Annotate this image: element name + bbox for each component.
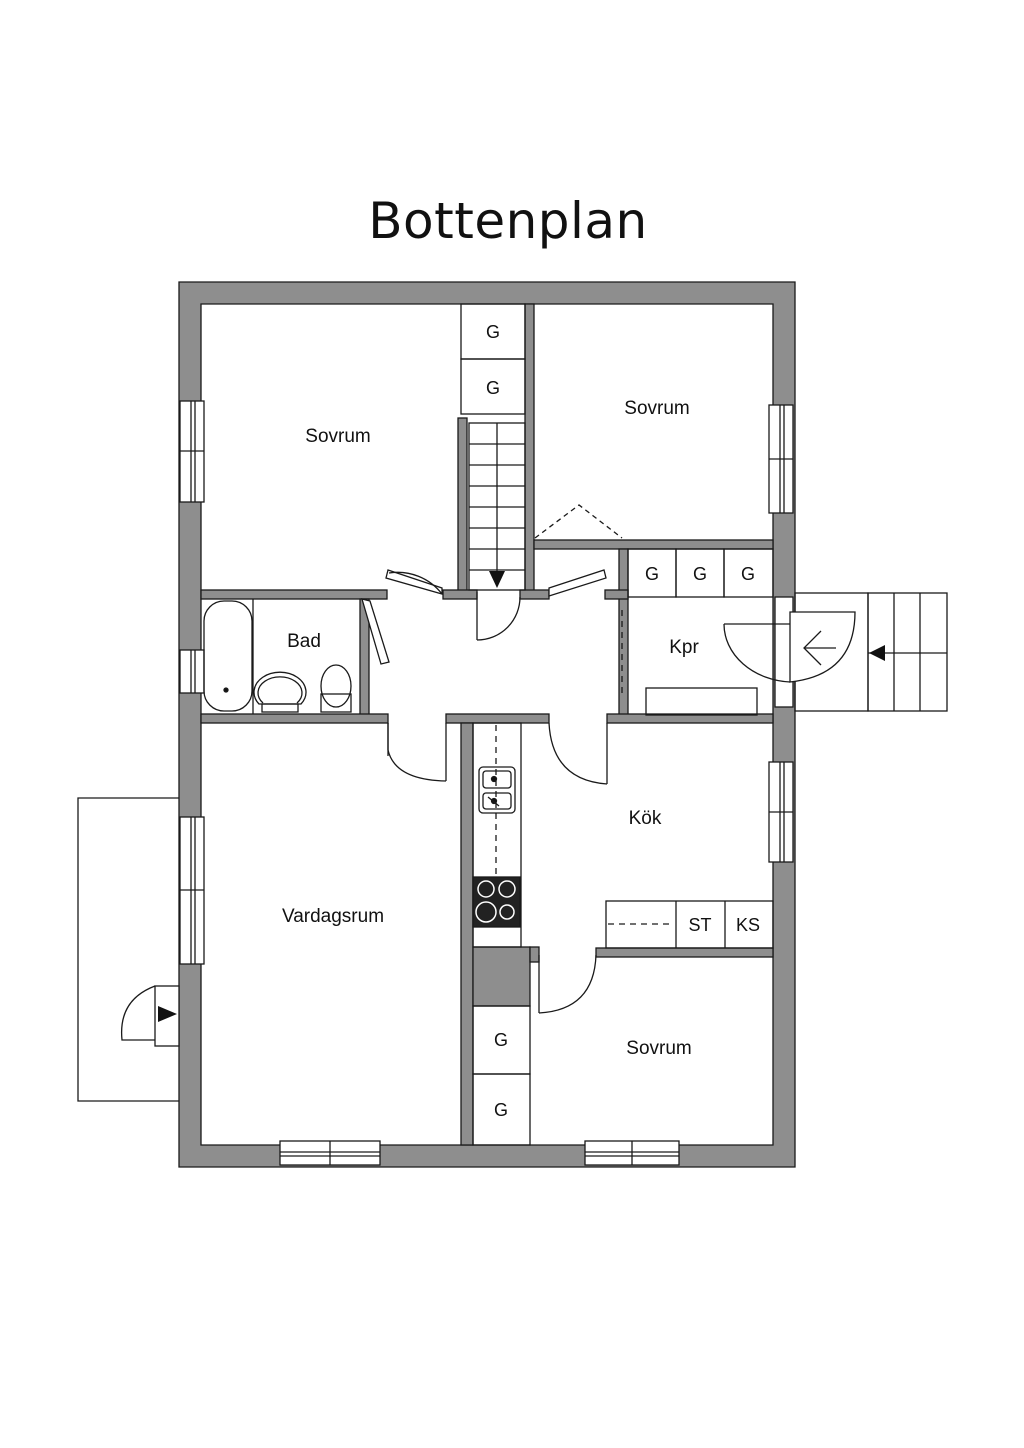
room-label-kok: Kök bbox=[629, 808, 662, 829]
room-label-sovrum-ne: Sovrum bbox=[624, 398, 689, 419]
wardrobe-label: G bbox=[494, 1030, 508, 1050]
fridge-freezer-label: KS bbox=[736, 915, 760, 935]
bench bbox=[645, 687, 758, 716]
room-label-sovrum-nw: Sovrum bbox=[305, 426, 370, 447]
windows bbox=[179, 400, 794, 1166]
entrance-steps bbox=[723, 592, 948, 712]
patio bbox=[77, 797, 180, 1102]
wardrobe-label: G bbox=[693, 564, 707, 584]
wardrobe-label: G bbox=[741, 564, 755, 584]
doors bbox=[361, 569, 608, 1014]
wardrobe-label: G bbox=[486, 322, 500, 342]
patio-door-arrow-icon bbox=[158, 1006, 177, 1022]
staircase bbox=[468, 422, 526, 591]
room-label-sovrum-se: Sovrum bbox=[626, 1038, 691, 1059]
wardrobe-label: G bbox=[645, 564, 659, 584]
stair-direction-arrow-icon bbox=[489, 571, 505, 588]
wardrobe-label: G bbox=[494, 1100, 508, 1120]
wardrobe-label: G bbox=[486, 378, 500, 398]
bathroom-fixtures bbox=[203, 599, 352, 714]
room-label-bad: Bad bbox=[287, 631, 321, 652]
kitchen-fixtures bbox=[472, 722, 774, 949]
room-label-vardagsrum: Vardagsrum bbox=[282, 906, 384, 927]
plan-title: Bottenplan bbox=[368, 192, 648, 250]
wardrobes bbox=[460, 303, 774, 1146]
stove-cabinet-label: ST bbox=[688, 915, 711, 935]
room-label-kpr: Kpr bbox=[669, 637, 699, 658]
walls bbox=[178, 281, 796, 1168]
